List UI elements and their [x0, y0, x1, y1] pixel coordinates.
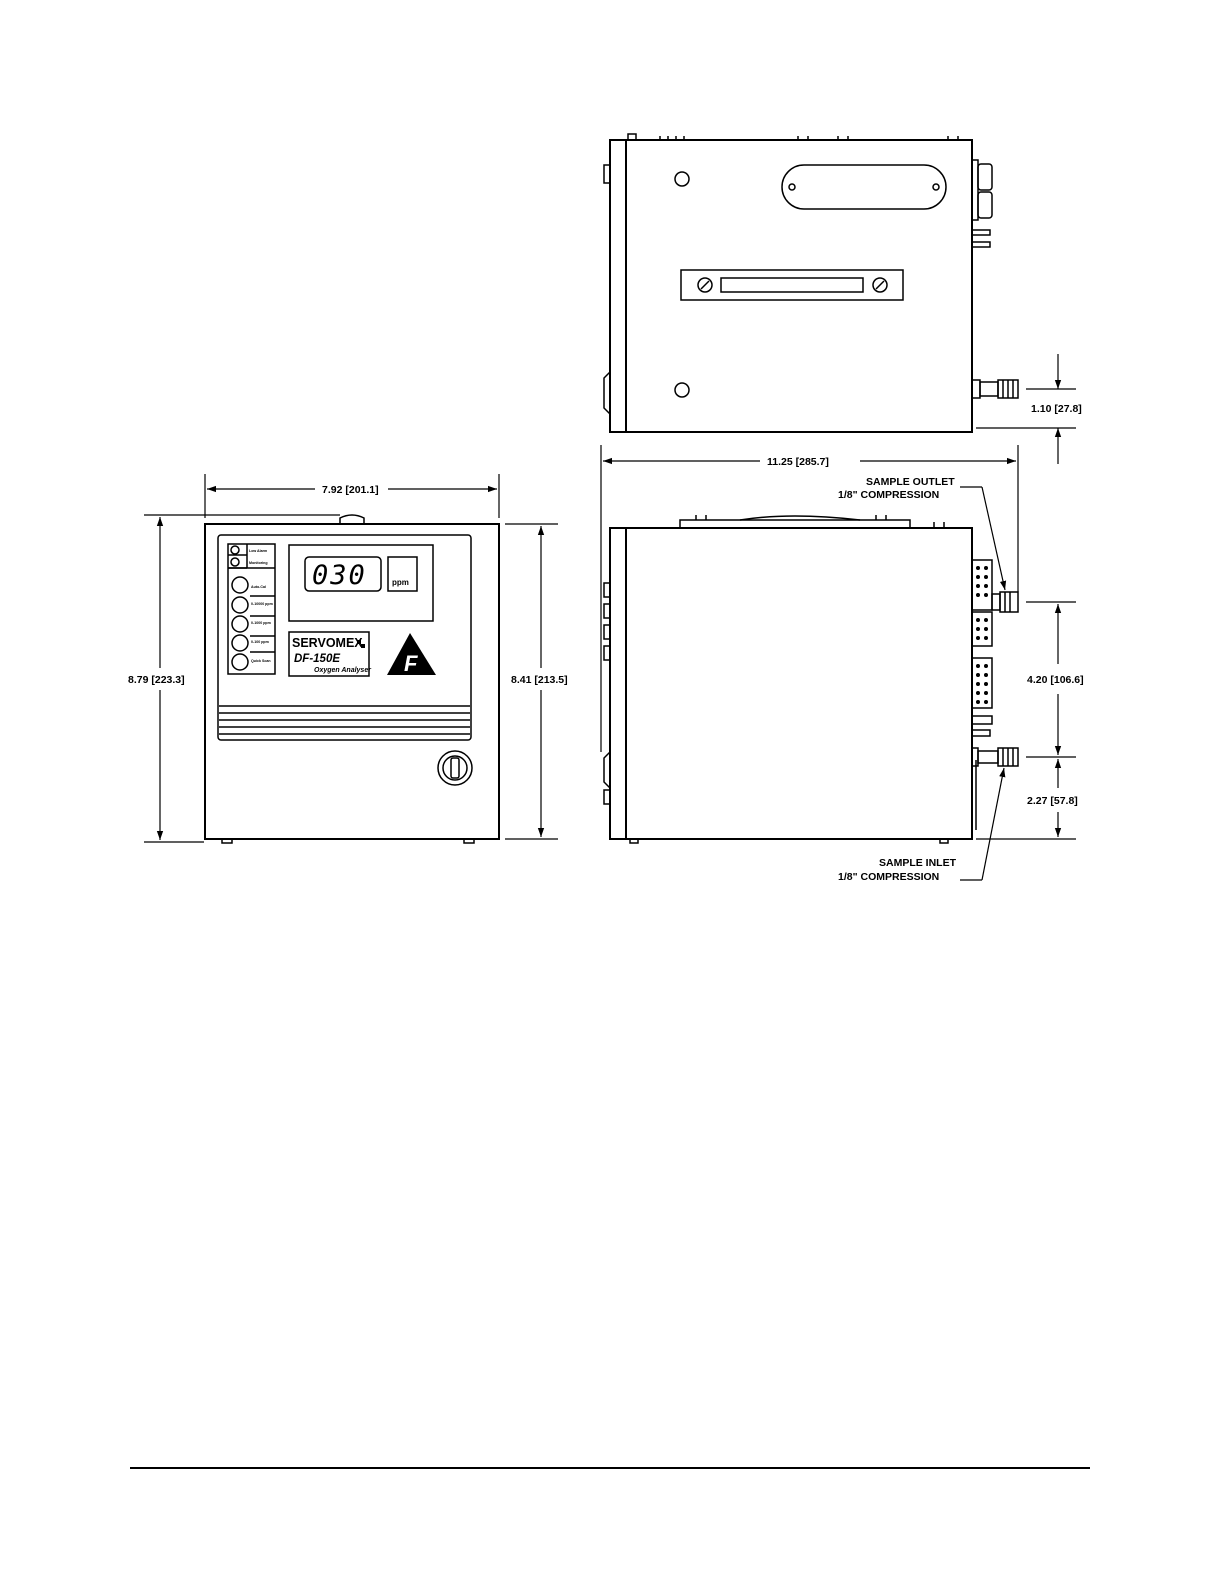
brand-name: SERVOMEX: [292, 636, 363, 650]
display-value: 030: [312, 560, 367, 591]
sample-outlet-fitting: [992, 592, 1018, 612]
triangle-f-logo-icon: F: [387, 633, 436, 676]
key-label-range-10000: 0-10000 ppm: [251, 602, 273, 606]
sample-outlet-label: SAMPLE OUTLET: [866, 476, 955, 488]
leader-lines: [960, 487, 1005, 880]
side-view: [604, 515, 992, 843]
key-label-low-alarm: Low Alarm: [249, 549, 267, 553]
display-unit: ppm: [392, 578, 409, 587]
dim-inlet-base-label: 2.27 [57.8]: [1027, 795, 1078, 807]
sample-outlet-spec: 1/8" COMPRESSION: [838, 489, 939, 501]
dim-depth-label: 11.25 [285.7]: [767, 456, 829, 468]
footer-rule: [130, 1467, 1090, 1469]
key-label-monitoring: Monitoring: [249, 561, 268, 565]
key-label-range-1000: 0-1000 ppm: [251, 621, 271, 625]
sample-inlet-fitting: [972, 748, 1018, 766]
model-name: DF-150E: [294, 653, 340, 665]
logo-letter: F: [404, 651, 418, 676]
product-name: Oxygen Analyser: [314, 667, 372, 674]
dim-top-fitting-label: 1.10 [27.8]: [1031, 403, 1082, 415]
key-label-autocal: Auto-Cal: [251, 585, 266, 589]
top-view: [604, 134, 1018, 432]
dim-front-height-overall-label: 8.79 [223.3]: [128, 674, 185, 686]
sample-inlet-spec: 1/8" COMPRESSION: [838, 871, 939, 883]
dimension-depth: [601, 445, 1018, 752]
terminal-block-dots: [976, 566, 988, 704]
sample-inlet-label: SAMPLE INLET: [879, 857, 957, 869]
key-label-quick-scan: Quick Scan: [251, 659, 271, 663]
dim-outlet-inlet-label: 4.20 [106.6]: [1027, 674, 1084, 686]
dim-front-height-body-label: 8.41 [213.5]: [511, 674, 568, 686]
door-lock-icon: [438, 751, 472, 785]
dim-front-width-label: 7.92 [201.1]: [322, 484, 379, 496]
key-label-range-100: 0-100 ppm: [251, 640, 269, 644]
dimension-front-width: [205, 474, 499, 518]
